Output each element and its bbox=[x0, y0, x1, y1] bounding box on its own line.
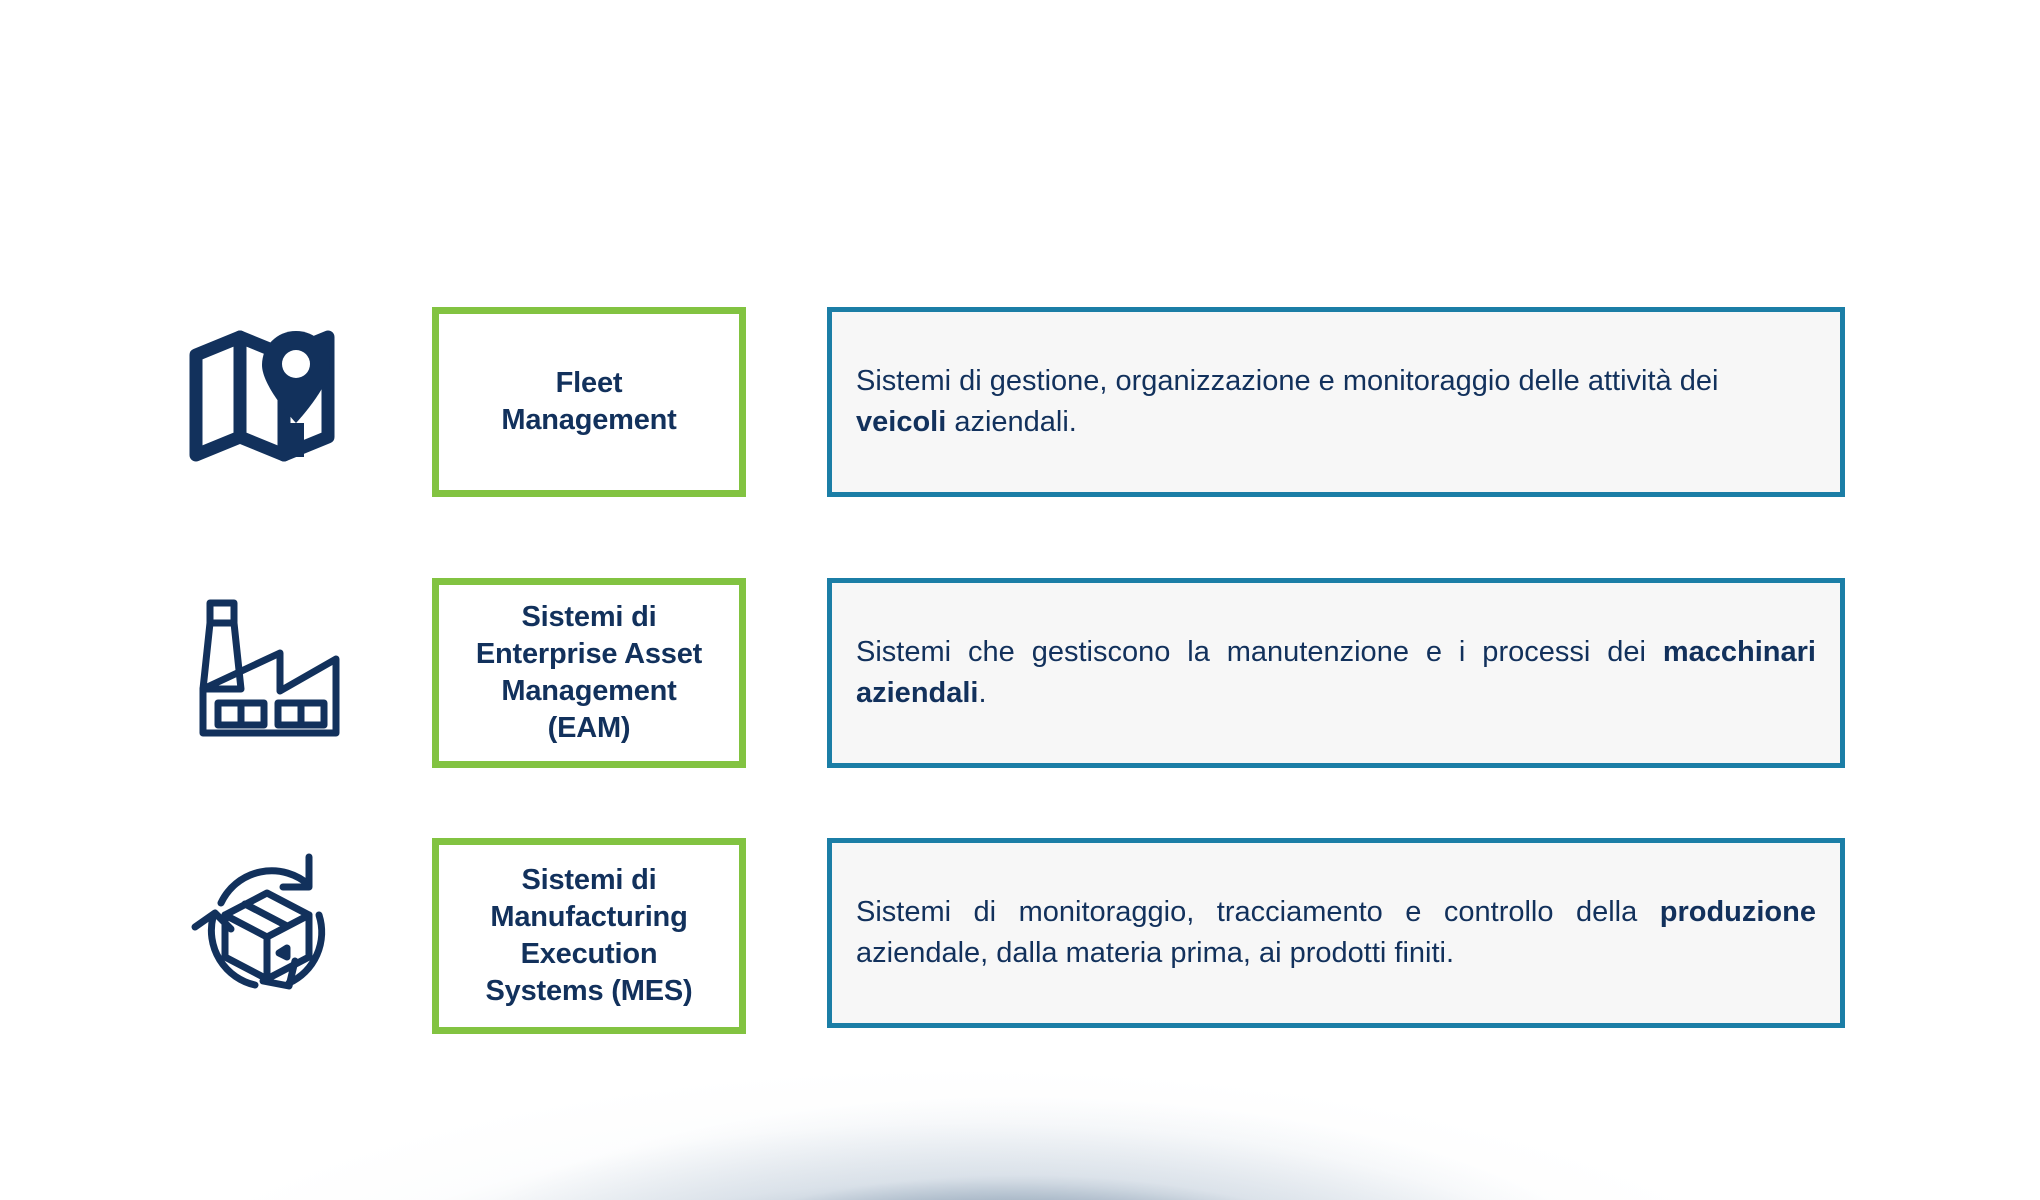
description-tail: aziendali. bbox=[946, 406, 1077, 438]
description-text: Sistemi di gestione, organizzazione e mo… bbox=[856, 361, 1816, 443]
factory-icon bbox=[185, 588, 350, 743]
label-text: Sistemi di Manufacturing Execution Syste… bbox=[485, 864, 693, 1007]
description-highlight: macchinari aziendali bbox=[856, 635, 1816, 709]
label-box-fleet-management[interactable]: Fleet Management bbox=[432, 307, 746, 497]
description-lead: Sistemi di monitoraggio, tracciamento e … bbox=[856, 895, 1660, 928]
description-tail: aziendale, dalla materia prima, ai prodo… bbox=[856, 937, 1455, 969]
description-lead: Sistemi che gestiscono la manutenzione e… bbox=[856, 635, 1663, 668]
description-box-eam: Sistemi che gestiscono la manutenzione e… bbox=[827, 578, 1845, 768]
label-box-mes[interactable]: Sistemi di Manufacturing Execution Syste… bbox=[432, 838, 746, 1034]
description-highlight: veicoli bbox=[856, 406, 947, 438]
label-text: Fleet Management bbox=[501, 367, 677, 436]
box-cycle-icon bbox=[183, 843, 353, 1008]
label-box-eam[interactable]: Sistemi di Enterprise Asset Management (… bbox=[432, 578, 746, 768]
label-text: Sistemi di Enterprise Asset Management (… bbox=[475, 601, 703, 744]
background-glow-inner bbox=[430, 1050, 1610, 1200]
description-box-mes: Sistemi di monitoraggio, tracciamento e … bbox=[827, 838, 1845, 1028]
description-lead: Sistemi di gestione, organizzazione e mo… bbox=[856, 364, 1719, 397]
description-box-fleet-management: Sistemi di gestione, organizzazione e mo… bbox=[827, 307, 1845, 497]
map-location-icon bbox=[185, 322, 350, 467]
description-highlight: produzione bbox=[1659, 895, 1816, 928]
description-text: Sistemi di monitoraggio, tracciamento e … bbox=[856, 892, 1816, 974]
description-text: Sistemi che gestiscono la manutenzione e… bbox=[856, 632, 1816, 714]
description-tail: . bbox=[978, 677, 987, 709]
